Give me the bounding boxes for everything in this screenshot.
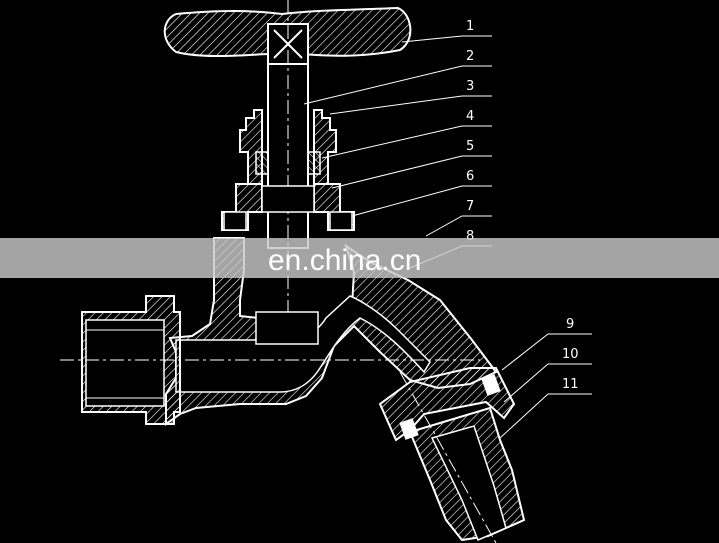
- callout-4: 4: [466, 109, 474, 124]
- callout-11: 11: [562, 377, 579, 392]
- leader-7: [425, 215, 492, 237]
- leader-5: [331, 155, 492, 189]
- callout-1: 1: [466, 19, 474, 34]
- leader-1: [401, 35, 492, 43]
- callout-7: 7: [466, 199, 474, 214]
- leader-4: [321, 125, 492, 159]
- callout-3: 3: [466, 79, 474, 94]
- callout-9: 9: [566, 317, 574, 332]
- leader-10: [503, 363, 592, 403]
- leader-2: [303, 65, 492, 105]
- callout-2: 2: [466, 49, 474, 64]
- watermark-band: [0, 238, 719, 278]
- leader-9: [501, 333, 592, 371]
- leader-3: [329, 95, 492, 115]
- callout-8: 8: [466, 229, 474, 244]
- callout-10: 10: [562, 347, 579, 362]
- callout-6: 6: [466, 169, 474, 184]
- callout-5: 5: [466, 139, 474, 154]
- leader-11: [499, 393, 592, 439]
- watermark-text: en.china.cn: [268, 244, 421, 277]
- leader-6: [351, 185, 492, 217]
